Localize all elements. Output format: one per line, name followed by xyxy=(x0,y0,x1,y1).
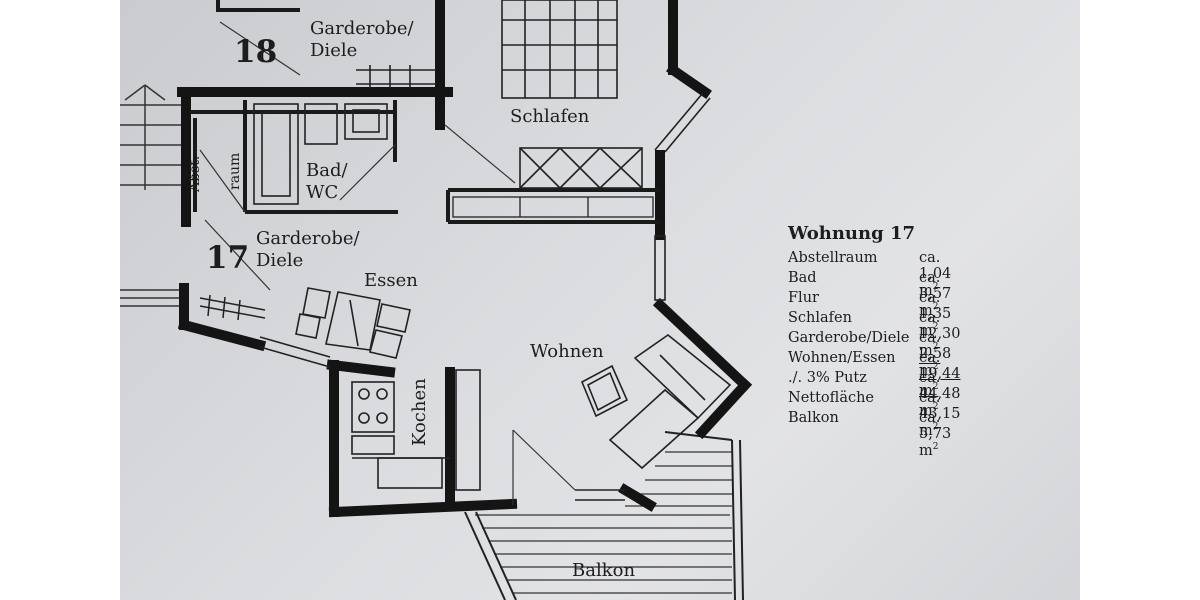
legend-row: Bad ca. 3,57 m2 xyxy=(788,270,951,319)
legend-room-name: Balkon xyxy=(788,410,839,426)
legend-area-value: ca. 19,44 m2 xyxy=(919,350,961,399)
unit-18-garderobe-label: Garderobe/ xyxy=(310,18,414,39)
dining-table xyxy=(295,287,411,359)
bathroom-fixtures xyxy=(253,103,388,205)
room-label-wohnen: Wohnen xyxy=(530,341,604,362)
room-label-abst: Abst.- xyxy=(187,150,203,192)
legend-unit-superscript: 2 xyxy=(932,302,939,312)
legend-unit-superscript: 2 xyxy=(932,282,939,292)
thin-walls xyxy=(190,0,660,224)
legend-row: Balkon ca. 5,73 m2 xyxy=(788,410,951,459)
staircase xyxy=(120,84,182,307)
legend-unit-superscript: 2 xyxy=(932,442,939,452)
legend-room-name: Bad xyxy=(788,270,817,286)
closet-row xyxy=(452,196,654,218)
kitchen xyxy=(351,369,481,491)
legend-row: ./. 3% Putz ca. 44,48 m2 xyxy=(788,370,961,419)
legend-unit-superscript: 2 xyxy=(932,322,939,332)
legend-area-value: ca. 3,57 m2 xyxy=(919,270,952,319)
legend-unit-superscript: 2 xyxy=(932,342,939,352)
room-label-bad: Bad/ xyxy=(306,160,348,181)
legend-room-name: ./. 3% Putz xyxy=(788,370,867,386)
coat-rail xyxy=(199,294,266,321)
unit-number-17: 17 xyxy=(206,240,250,276)
wardrobe xyxy=(519,147,643,189)
floor-plan-scan: 18 Garderobe/ Diele 17 Garderobe/ Diele … xyxy=(120,0,1080,600)
legend-area-value: ca. 2,58 m2 xyxy=(919,330,952,379)
unit-18-diele-label: Diele xyxy=(310,40,358,61)
floor-plan-drawing xyxy=(120,0,753,600)
legend-room-name: Garderobe/Diele xyxy=(788,330,910,346)
room-label-raum: raum xyxy=(227,152,243,190)
room-label-balkon: Balkon xyxy=(572,560,636,581)
legend-room-name: Schlafen xyxy=(788,310,852,326)
legend-area-value: ca. 1,04 m2 xyxy=(919,250,952,299)
legend-room-name: Flur xyxy=(788,290,819,306)
legend-row: Garderobe/Diele ca. 2,58 m2 xyxy=(788,330,951,379)
legend-row: Abstellraum ca. 1,04 m2 xyxy=(788,250,951,299)
legend-unit-superscript: 2 xyxy=(932,382,939,392)
legend-title: Wohnung 17 xyxy=(788,223,916,244)
legend-area-value: ca. 5,73 m2 xyxy=(919,410,952,459)
legend-unit-superscript: 2 xyxy=(932,362,939,372)
legend-unit-superscript: 2 xyxy=(932,402,939,412)
room-label-kochen: Kochen xyxy=(409,378,430,446)
legend-area-value: ca. 12,30 m2 xyxy=(919,310,961,359)
room-label-essen: Essen xyxy=(364,270,418,291)
area-legend: Wohnung 17 Abstellraum ca. 1,04 m2 Bad ca. … xyxy=(788,223,961,459)
legend-area-value: ca. 43,15 m2 xyxy=(919,390,961,439)
bed xyxy=(501,0,618,99)
legend-row: Nettofläche ca. 43,15 m2 xyxy=(788,390,961,439)
room-label-wc: WC xyxy=(306,182,339,203)
living-furniture xyxy=(580,334,732,470)
room-label-schlafen: Schlafen xyxy=(510,106,590,127)
legend-room-name: Abstellraum xyxy=(788,250,878,266)
legend-area-value: ca. 1,35 m2 xyxy=(919,290,952,339)
unit-17-diele-label: Diele xyxy=(256,250,304,271)
door-swings xyxy=(199,21,576,505)
legend-row: Flur ca. 1,35 m2 xyxy=(788,290,951,339)
walls xyxy=(177,0,753,518)
legend-room-name: Wohnen/Essen xyxy=(788,350,896,366)
unit-17-garderobe-label: Garderobe/ xyxy=(256,228,360,249)
windows xyxy=(259,65,711,501)
unit-number-18: 18 xyxy=(234,34,278,70)
legend-area-value: ca. 44,48 m2 xyxy=(919,370,961,419)
legend-room-name: Nettofläche xyxy=(788,390,875,406)
legend-row: Wohnen/Essen ca. 19,44 m2 xyxy=(788,350,961,399)
balcony-railing xyxy=(464,431,744,600)
legend-unit-superscript: 2 xyxy=(932,422,939,432)
legend-row: Schlafen ca. 12,30 m2 xyxy=(788,310,961,359)
